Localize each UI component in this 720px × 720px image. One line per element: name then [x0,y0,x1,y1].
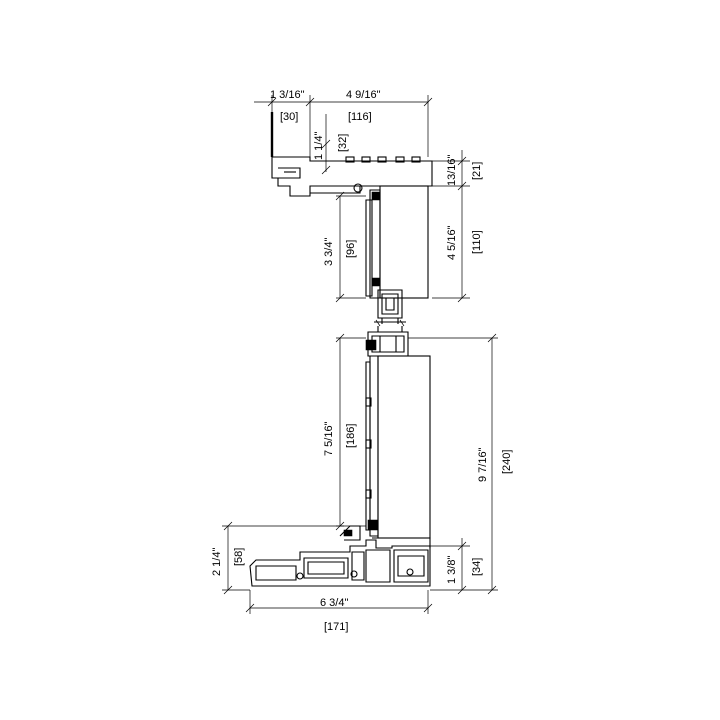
dim-sill-rise-in: 1 3/8" [446,556,458,584]
dim-head-gap-mm: [21] [471,162,483,180]
lower-sash-profile [365,339,431,548]
dim-lower-glass-mm: [186] [345,424,357,448]
dim-sill-rise-mm: [34] [471,558,483,576]
dim-head-gap-in: 13/16" [446,154,458,186]
dim-upper-sash-mm: [110] [471,230,483,254]
dim-upper-sash-in: 4 5/16" [446,225,458,260]
sill-profile [249,525,431,587]
dim-head-depth-mm: [116] [348,111,372,123]
dim-head-projection-mm: [30] [280,111,298,123]
dim-lower-sash-in: 9 7/16" [477,447,489,482]
dim-head-lip-mm: [32] [337,134,349,152]
dimension-lines [222,95,498,614]
dim-sill-depth-mm: [171] [324,621,348,633]
dim-sill-height-in: 2 1/4" [211,548,223,576]
dim-sill-depth-in: 6 3/4" [320,597,348,609]
head-frame-profile [270,112,433,299]
dim-head-lip-in: 1 1/4" [313,132,325,160]
dim-lower-sash-mm: [240] [501,450,513,474]
dim-upper-glass-mm: [96] [345,240,357,258]
dim-head-projection-in: 1 3/16" [270,89,305,101]
dim-sill-height-mm: [58] [233,548,245,566]
dim-upper-glass-in: 3 3/4" [323,238,335,266]
dim-lower-glass-in: 7 5/16" [323,421,335,456]
dim-head-depth-in: 4 9/16" [346,89,381,101]
